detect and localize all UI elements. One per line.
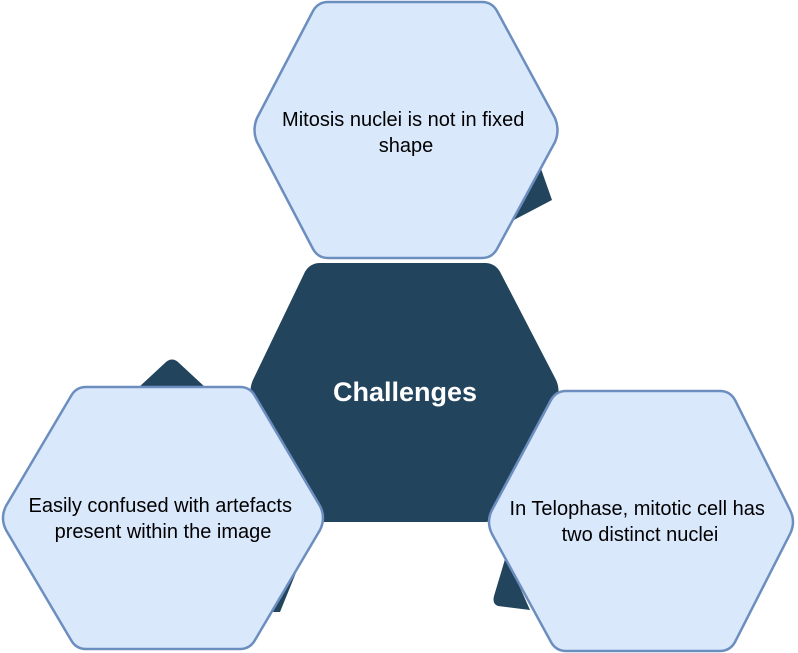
- node-right-line-2: two distinct nuclei: [562, 524, 719, 546]
- node-left-shape: [1, 385, 325, 651]
- node-left-line-2: present within the image: [55, 521, 272, 543]
- node-right: In Telophase, mitotic cell has two disti…: [487, 389, 795, 653]
- node-top-shape: [253, 0, 559, 260]
- node-left-line-1: Easily confused with artefacts: [28, 495, 291, 517]
- node-right-shape: [487, 389, 795, 653]
- connector-tab-left-top: [138, 359, 206, 388]
- connector-tab-right-bottom: [493, 556, 530, 610]
- center-hexagon-shape: [250, 263, 559, 522]
- node-top-label: Mitosis nuclei is not in fixed shape: [282, 109, 530, 157]
- node-top-line-2: shape: [379, 135, 434, 157]
- node-top: Mitosis nuclei is not in fixed shape: [253, 0, 559, 260]
- node-right-label: In Telophase, mitotic cell has two disti…: [510, 498, 771, 546]
- node-right-line-1: In Telophase, mitotic cell has: [510, 498, 765, 520]
- node-top-line-1: Mitosis nuclei is not in fixed: [282, 109, 524, 131]
- center-hexagon: Challenges: [250, 263, 559, 522]
- node-left-label: Easily confused with artefacts present w…: [28, 495, 297, 543]
- center-label: Challenges: [333, 377, 477, 407]
- node-left: Easily confused with artefacts present w…: [1, 385, 325, 651]
